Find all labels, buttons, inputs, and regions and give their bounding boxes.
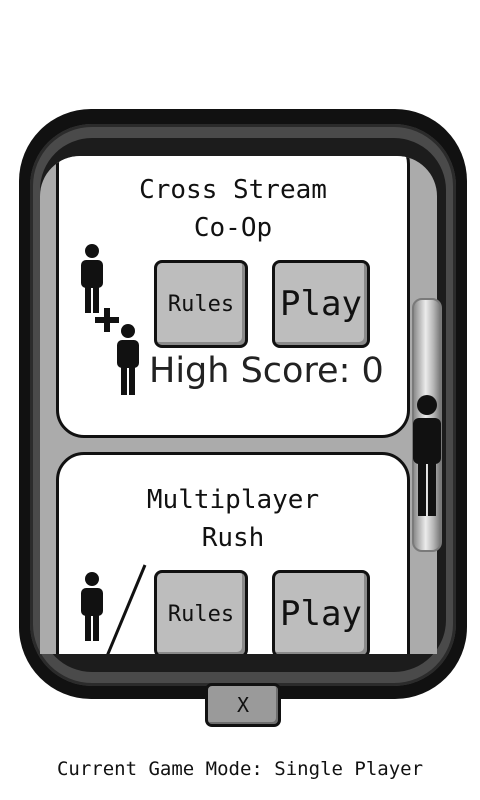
- scroll-thumb-person-icon[interactable]: [409, 394, 445, 518]
- mode-title-line2: Rush: [201, 523, 265, 553]
- high-score-label: High Score: 0: [149, 351, 384, 391]
- person-icon: [117, 324, 139, 395]
- mode-title-line1: Multiplayer: [146, 485, 320, 515]
- rules-button[interactable]: Rules: [154, 570, 248, 654]
- mode-title-line2: Co-Op: [193, 213, 273, 243]
- mode-card-cross-stream: Cross Stream Co-Op Rules Play High Score…: [56, 156, 410, 438]
- play-button[interactable]: Play: [272, 570, 370, 654]
- person-icon: [81, 244, 103, 313]
- play-button[interactable]: Play: [272, 260, 370, 348]
- mode-title-line1: Cross Stream: [139, 175, 327, 205]
- plus-icon: [95, 308, 119, 332]
- rules-button[interactable]: Rules: [154, 260, 248, 348]
- slash-icon: [106, 564, 147, 654]
- person-icon: [81, 572, 103, 641]
- close-button[interactable]: X: [205, 683, 281, 727]
- mode-list-viewport[interactable]: Cross Stream Co-Op Rules Play High Score…: [40, 156, 437, 654]
- current-game-mode-status: Current Game Mode: Single Player: [56, 758, 424, 780]
- mode-card-multiplayer-rush: Multiplayer Rush Rules Play: [56, 452, 410, 654]
